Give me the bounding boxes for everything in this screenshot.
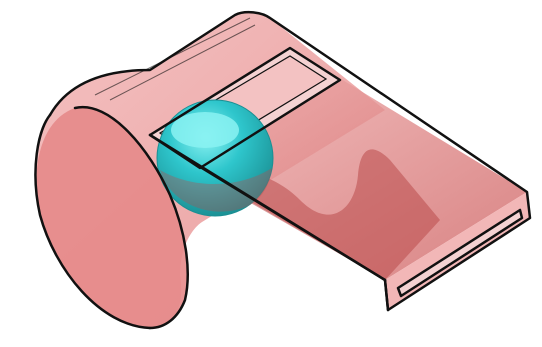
pea-ball-highlight <box>171 112 239 148</box>
